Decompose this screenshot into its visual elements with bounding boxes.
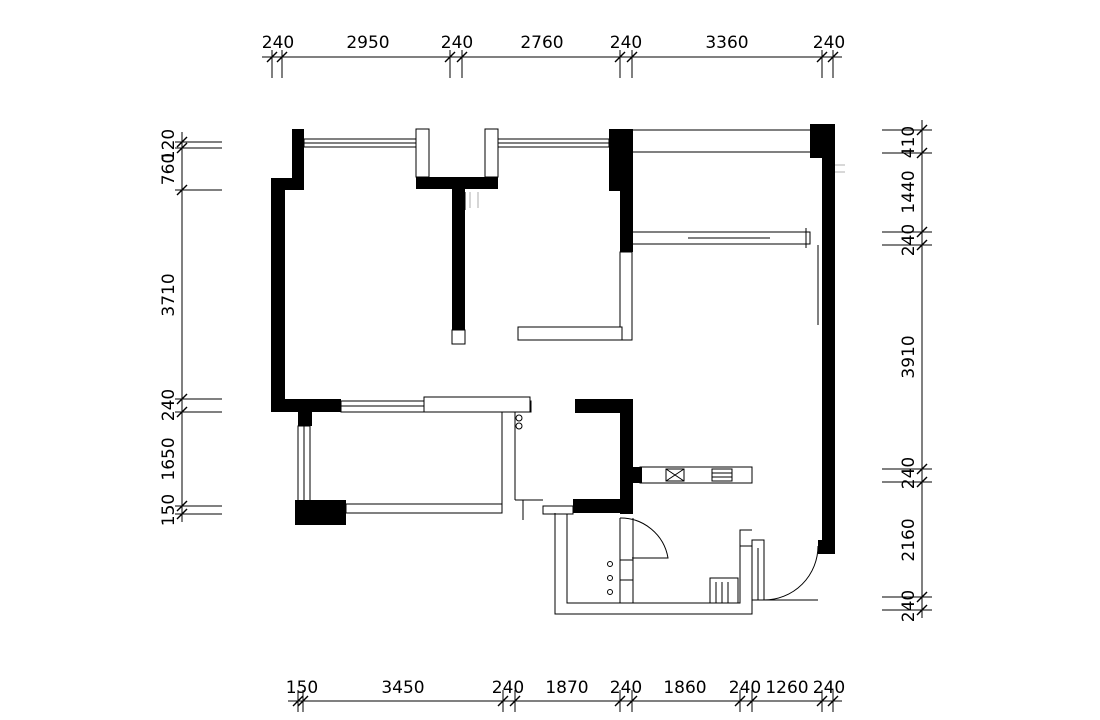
dim-bottom-8: 1260: [765, 678, 808, 698]
dim-bottom-3: 240: [492, 678, 524, 698]
dim-right-3: 240: [899, 224, 919, 256]
dim-top-1: 240: [262, 33, 294, 53]
dim-right-7: 240: [899, 590, 919, 622]
dim-top-2: 2950: [346, 33, 389, 53]
dim-left-2: 760: [159, 153, 179, 185]
dim-left-3: 3710: [159, 273, 179, 316]
bottom-dimension-chain: 150 3450 240 1870 240 1860 240 1260 240: [286, 678, 845, 712]
dim-bottom-9: 240: [813, 678, 845, 698]
dim-bottom-5: 240: [610, 678, 642, 698]
dim-top-4: 2760: [520, 33, 563, 53]
dim-top-6: 3360: [705, 33, 748, 53]
dim-left-5: 1650: [159, 437, 179, 480]
structural-walls: [271, 124, 835, 554]
dim-right-6: 2160: [899, 518, 919, 561]
dim-left-4: 240: [159, 389, 179, 421]
dim-bottom-2: 3450: [381, 678, 424, 698]
dim-top-7: 240: [813, 33, 845, 53]
dim-left-6: 150: [159, 494, 179, 526]
dim-top-5: 240: [610, 33, 642, 53]
dim-bottom-1: 150: [286, 678, 318, 698]
left-dimension-chain: 120 760 3710 240 1650 150: [159, 129, 222, 526]
dim-right-2: 1440: [899, 170, 919, 213]
windows-and-partitions: [297, 128, 845, 615]
top-dimension-chain: 240 2950 240 2760 240 3360 240: [262, 33, 845, 78]
dim-bottom-7: 240: [729, 678, 761, 698]
door-swings: [619, 517, 819, 601]
right-dimension-chain: 410 1440 240 3910 240 2160 240: [882, 120, 932, 622]
dim-top-3: 240: [441, 33, 473, 53]
dim-right-4: 3910: [899, 335, 919, 378]
dim-right-5: 240: [899, 457, 919, 489]
dim-right-1: 410: [899, 126, 919, 158]
dim-bottom-6: 1860: [663, 678, 706, 698]
dim-bottom-4: 1870: [545, 678, 588, 698]
dim-left-1: 120: [159, 129, 179, 161]
